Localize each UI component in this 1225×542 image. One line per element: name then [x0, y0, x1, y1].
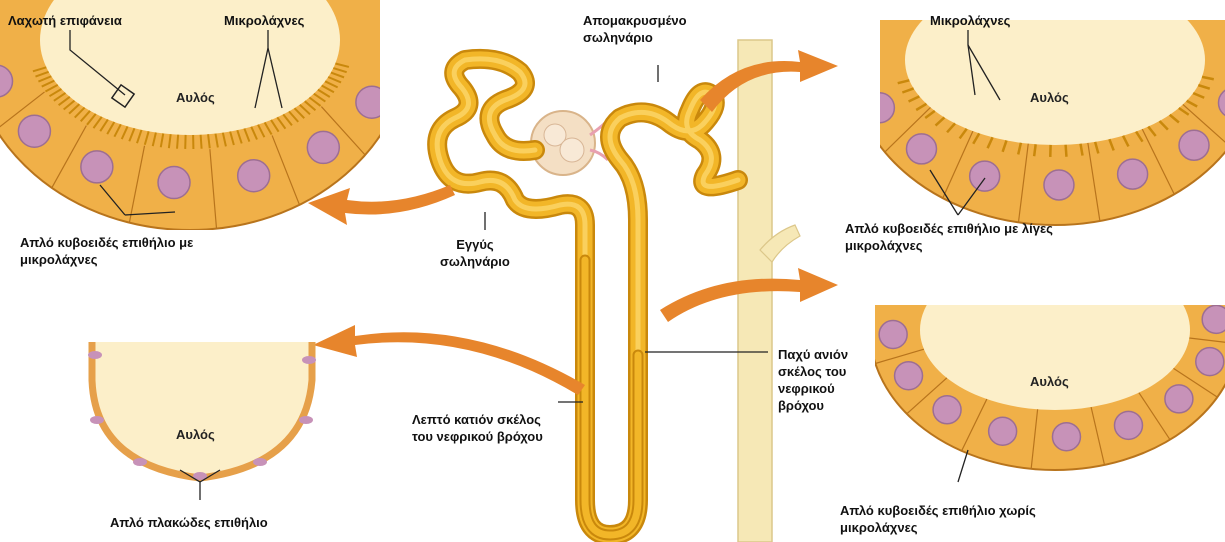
nucleus [356, 86, 388, 118]
microvillus [177, 135, 178, 149]
glomerulus [531, 111, 608, 175]
microvillus [1034, 144, 1036, 156]
flat-nucleus [253, 458, 267, 466]
nucleus [1202, 305, 1225, 333]
flat-nucleus [302, 356, 316, 364]
thin-lumen-label: Αυλός [176, 427, 215, 442]
distal-tubule-label: Απομακρυσμένο σωληνάριο [583, 12, 687, 46]
arrow-to-pct [308, 185, 455, 225]
nucleus [18, 115, 50, 147]
rough-surface-label: Λαχωτή επιφάνεια [8, 12, 122, 29]
nucleus [1165, 385, 1193, 413]
flat-nucleus [88, 351, 102, 359]
flat-nucleus [133, 458, 147, 466]
microvilli-right-label: Μικρολάχνες [930, 12, 1010, 29]
proximal-tubule-label: Εγγύς σωληνάριο [440, 236, 510, 270]
nucleus [864, 93, 894, 123]
dct-epithelium-label: Απλό κυβοειδές επιθήλιο με λίγες μικρολά… [845, 220, 1053, 254]
thick-epithelium-label: Απλό κυβοειδές επιθήλιο χωρίς μικρολάχνε… [840, 502, 1036, 536]
nucleus [307, 131, 339, 163]
nucleus [158, 167, 190, 199]
nucleus [970, 161, 1000, 191]
nucleus [1052, 423, 1080, 451]
pct-epithelium-label: Απλό κυβοειδές επιθήλιο με μικρολάχνες [20, 234, 193, 268]
microvillus [1066, 145, 1067, 157]
thin-limb-cross-section [88, 342, 316, 480]
nucleus [1114, 411, 1142, 439]
nucleus [906, 134, 936, 164]
dct-lumen-label: Αυλός [1030, 90, 1069, 105]
pct-cross-section [0, 0, 410, 230]
arrow-to-thin [313, 325, 585, 395]
squamous-epithelium-label: Απλό πλακώδες επιθήλιο [110, 514, 268, 531]
nucleus [81, 151, 113, 183]
nucleus [1179, 130, 1209, 160]
nucleus [895, 362, 923, 390]
nucleus [1118, 159, 1148, 189]
pct-lumen-label: Αυλός [176, 90, 215, 105]
nucleus [238, 160, 270, 192]
thin-descending-label: Λεπτό κατιόν σκέλος του νεφρικού βρόχου [412, 411, 543, 445]
nucleus [1044, 170, 1074, 200]
flat-nucleus [299, 416, 313, 424]
dct-cross-section [850, 0, 1225, 225]
microvilli-left-label: Μικρολάχνες [224, 12, 304, 29]
microvillus [201, 135, 202, 149]
flat-nucleus [90, 416, 104, 424]
nucleus [1196, 348, 1224, 376]
thick-ascending-label: Παχύ ανιόν σκέλος του νεφρικού βρόχου [778, 346, 848, 414]
nucleus [933, 396, 961, 424]
nucleus [879, 320, 907, 348]
nucleus [989, 417, 1017, 445]
thick-lumen-label: Αυλός [1030, 374, 1069, 389]
